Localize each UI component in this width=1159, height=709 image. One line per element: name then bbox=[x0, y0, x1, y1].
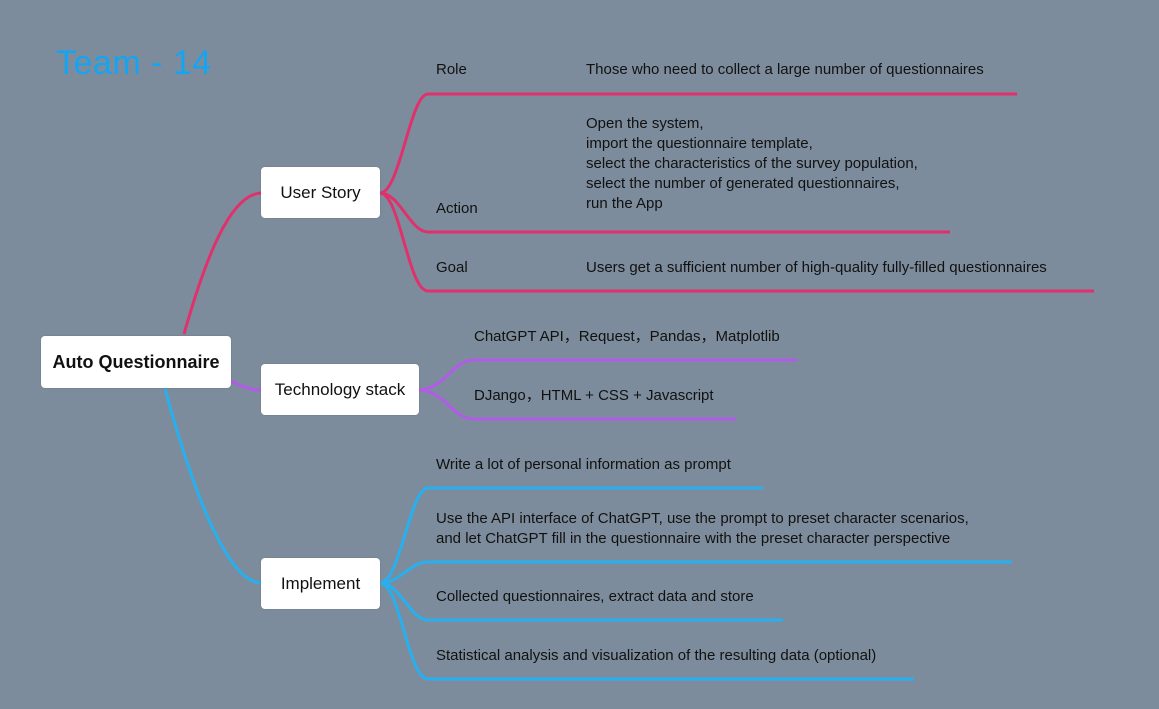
connector-implement-item-3 bbox=[379, 581, 783, 622]
connector-tech-item-2 bbox=[417, 388, 736, 421]
tech-item: DJango，HTML + CSS + Javascript bbox=[474, 387, 714, 404]
action-key: Action bbox=[436, 200, 478, 217]
user-story-node[interactable]: User Story bbox=[261, 167, 380, 218]
connector-user-story-role bbox=[379, 92, 1017, 195]
action-line: Open the system, bbox=[586, 115, 704, 132]
implement-item: and let ChatGPT fill in the questionnair… bbox=[436, 530, 951, 547]
goal-value: Users get a sufficient number of high-qu… bbox=[586, 259, 1047, 276]
connector-root-implement bbox=[163, 388, 263, 585]
connector-tech-item-1 bbox=[417, 358, 797, 392]
implement-node[interactable]: Implement bbox=[261, 558, 380, 609]
role-value: Those who need to collect a large number… bbox=[586, 61, 984, 78]
connector-root-user-story bbox=[182, 191, 263, 335]
tech-item: ChatGPT API，Request，Pandas，Matplotlib bbox=[474, 328, 780, 345]
connector-user-story-action bbox=[379, 191, 950, 234]
connector-implement-item-4 bbox=[379, 581, 914, 681]
action-line: import the questionnaire template, bbox=[586, 135, 813, 152]
goal-key: Goal bbox=[436, 259, 468, 276]
diagram-title: Team - 14 bbox=[56, 44, 212, 82]
implement-item: Collected questionnaires, extract data a… bbox=[436, 588, 754, 605]
connector-user-story-goal bbox=[379, 191, 1094, 293]
action-line: select the number of generated questionn… bbox=[586, 175, 900, 192]
action-value: Open the system, import the questionnair… bbox=[586, 114, 918, 214]
implement-item: Use the API interface of ChatGPT, use th… bbox=[436, 510, 969, 527]
implement-item: Write a lot of personal information as p… bbox=[436, 456, 731, 473]
connector-implement-item-1 bbox=[379, 486, 763, 585]
technology-stack-node[interactable]: Technology stack bbox=[261, 364, 419, 415]
connector-implement-item-2 bbox=[379, 560, 1012, 585]
root-node[interactable]: Auto Questionnaire bbox=[41, 336, 231, 388]
action-line: run the App bbox=[586, 195, 663, 212]
action-line: select the characteristics of the survey… bbox=[586, 155, 918, 172]
connector-root-tech bbox=[230, 379, 263, 392]
implement-item: Statistical analysis and visualization o… bbox=[436, 647, 877, 664]
role-key: Role bbox=[436, 61, 467, 78]
